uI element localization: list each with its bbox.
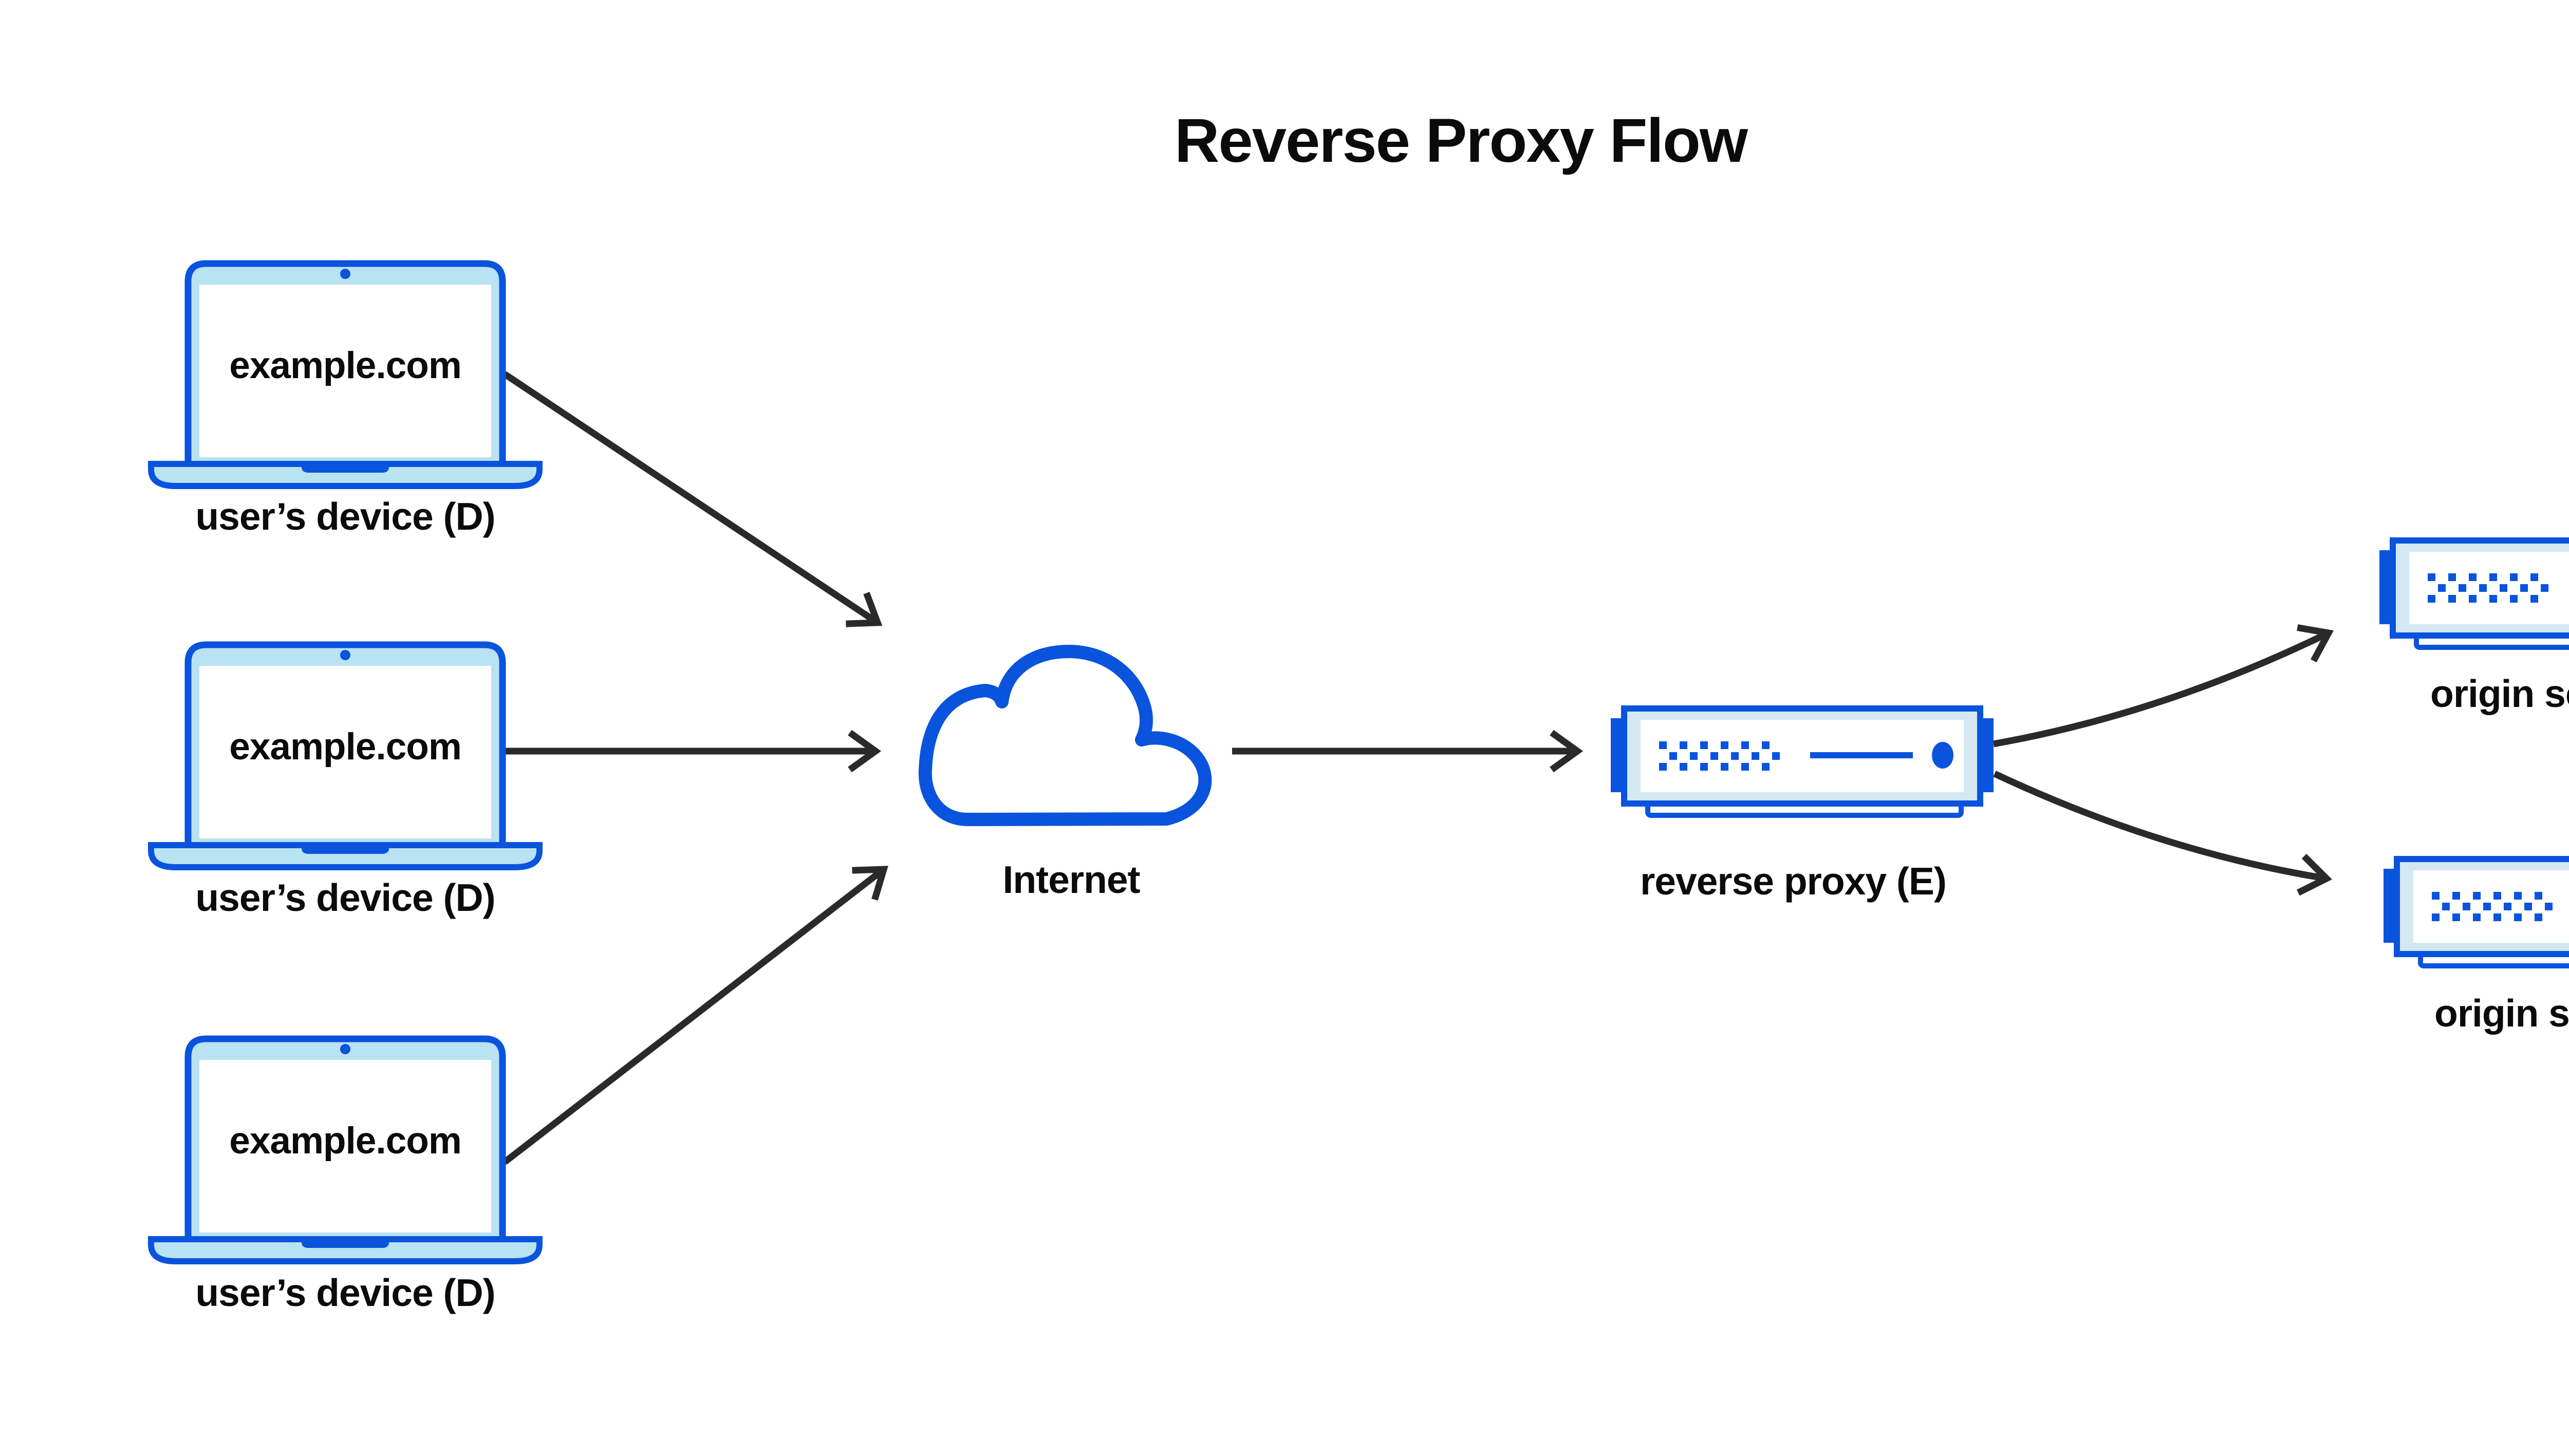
arrow-proxy-to-origin1	[1993, 624, 2334, 748]
user-device-3: example.com user’s device (D)	[151, 1039, 539, 1314]
reverse-proxy-node: reverse proxy (E)	[1611, 708, 1994, 903]
server-icon	[2379, 540, 2569, 647]
user-device-label: user’s device (D)	[195, 1271, 495, 1314]
internet-node: Internet	[918, 645, 1212, 901]
laptop-screen-text: example.com	[229, 1120, 461, 1162]
laptop-screen-text: example.com	[229, 345, 461, 386]
server-icon	[2384, 859, 2569, 966]
user-device-1: example.com user’s device (D)	[151, 264, 539, 538]
flow-arrows	[502, 371, 2334, 1165]
internet-label: Internet	[1002, 858, 1140, 901]
arrow-device1-to-internet	[502, 371, 883, 627]
cloud-icon	[918, 645, 1212, 826]
origin-server-2: origin server (F)	[2384, 859, 2569, 1035]
arrow-proxy-to-origin2	[1993, 771, 2332, 896]
user-device-label: user’s device (D)	[195, 876, 495, 919]
server-icon	[1611, 708, 1994, 815]
origin-server-1: origin server (F)	[2379, 540, 2569, 715]
page-title: Reverse Proxy Flow	[1175, 105, 1748, 175]
user-device-label: user’s device (D)	[195, 495, 495, 538]
origin-server-label: origin server (F)	[2434, 992, 2569, 1035]
reverse-proxy-label: reverse proxy (E)	[1640, 860, 1946, 903]
arrow-device3-to-internet	[502, 866, 888, 1165]
origin-server-label: origin server (F)	[2430, 672, 2569, 715]
user-device-2: example.com user’s device (D)	[151, 645, 539, 919]
laptop-screen-text: example.com	[229, 726, 461, 768]
